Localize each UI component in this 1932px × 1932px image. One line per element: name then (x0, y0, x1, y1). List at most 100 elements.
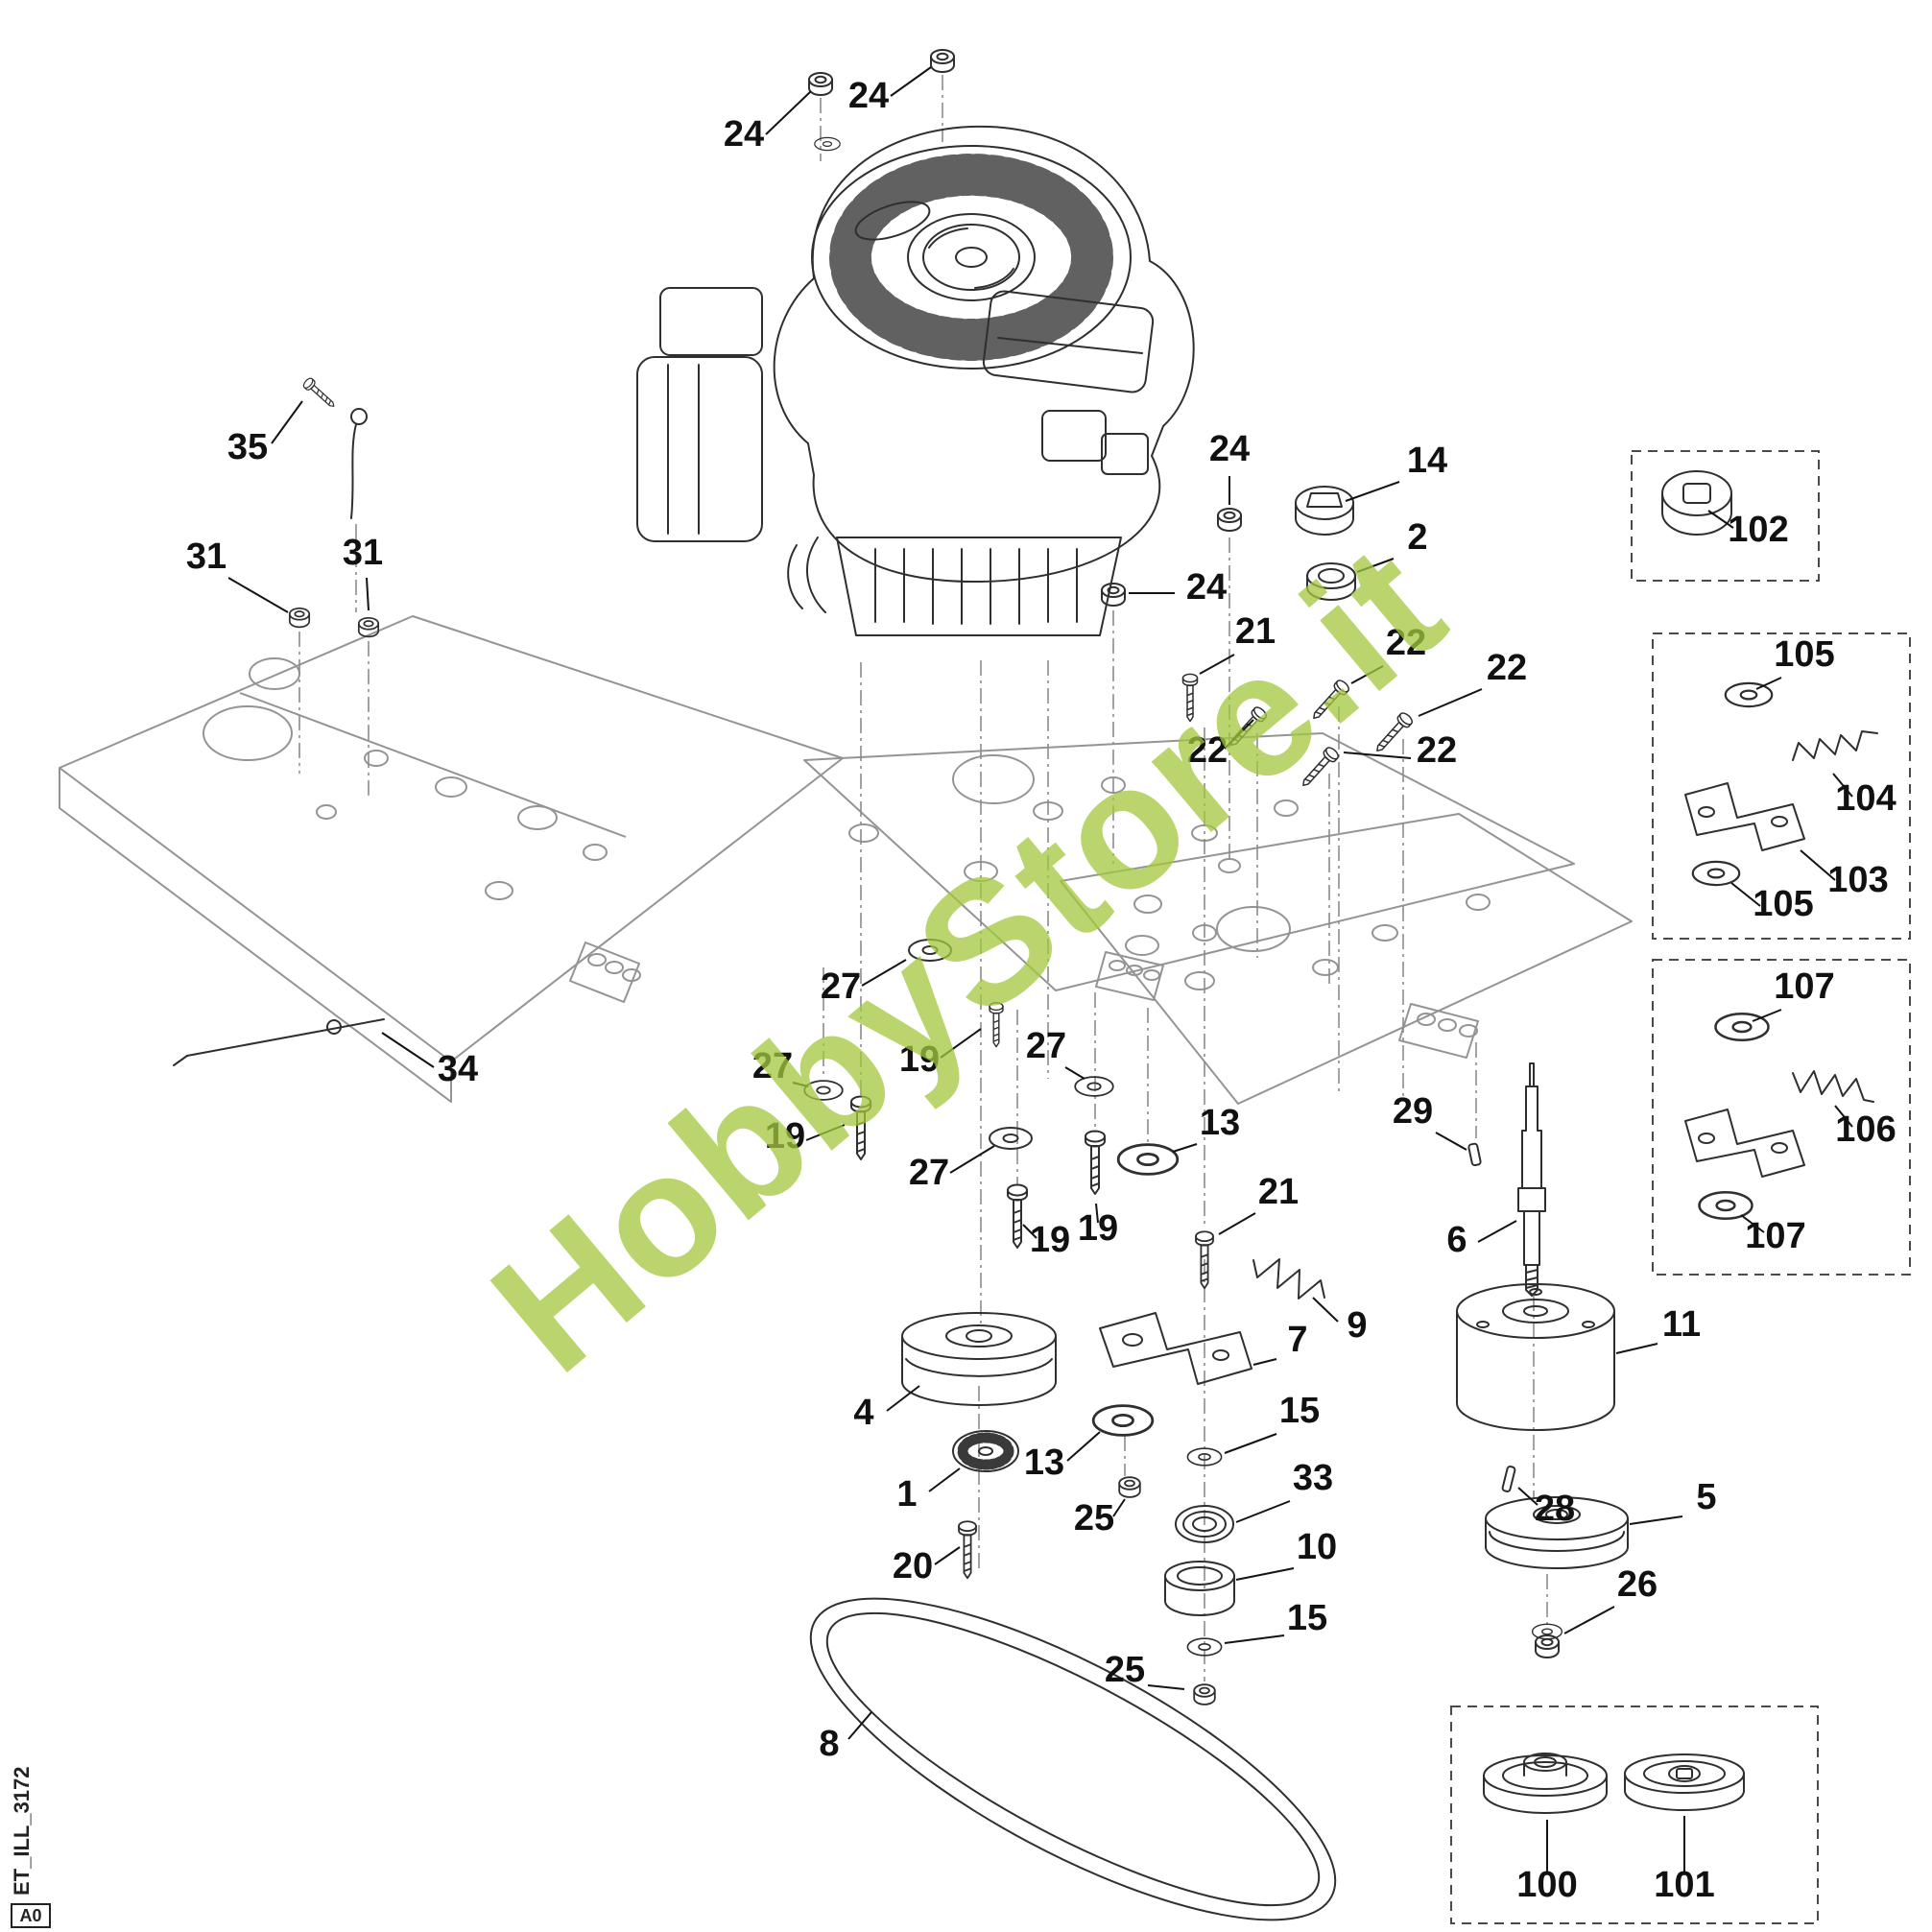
engine-illustration (636, 125, 1195, 636)
callout-leader-27 (792, 1082, 809, 1087)
callout-leader-34 (381, 1032, 435, 1068)
callout-leader-29 (1435, 1132, 1467, 1151)
callout-leader-2 (1356, 558, 1395, 573)
callout-2: 2 (1407, 517, 1427, 558)
callout-leader-24 (890, 66, 932, 97)
callout-105: 105 (1753, 884, 1813, 924)
callout-leader-24 (765, 90, 812, 135)
callout-leader-4 (886, 1385, 920, 1412)
callout-8: 8 (819, 1724, 839, 1764)
callout-leader-15 (1224, 1634, 1285, 1644)
callout-leader-107 (1752, 1009, 1782, 1022)
washer-27-c (989, 1127, 1033, 1150)
callout-28: 28 (1535, 1489, 1575, 1529)
callout-21: 21 (1258, 1172, 1299, 1212)
callout-leader-7 (1252, 1358, 1277, 1366)
part-bracket-7 (1099, 1312, 1252, 1385)
callout-33: 33 (1293, 1458, 1333, 1498)
callout-leader-13 (1172, 1143, 1198, 1153)
washer-26 (1531, 1623, 1563, 1640)
callout-leader-20 (934, 1546, 961, 1565)
nut-24-c (1217, 508, 1242, 532)
callout-leader-27 (949, 1145, 995, 1174)
callout-106: 106 (1835, 1109, 1896, 1150)
part-key-28 (1501, 1466, 1516, 1492)
fasteners-top (288, 49, 1416, 792)
callout-26: 26 (1617, 1564, 1658, 1605)
washer-13-b (1091, 1404, 1155, 1437)
inset-100-101 (1483, 1753, 1745, 1814)
inset-box-100-101 (1450, 1705, 1819, 1924)
callout-leader-107 (1740, 1214, 1765, 1233)
callout-leader-26 (1563, 1606, 1615, 1634)
callout-35: 35 (227, 427, 268, 467)
part-grommet-102 (1661, 470, 1732, 536)
inset-box-102 (1631, 450, 1820, 582)
callout-104: 104 (1835, 778, 1896, 819)
callout-101: 101 (1654, 1865, 1714, 1905)
bracket-106 (1684, 1109, 1805, 1178)
nut-24-a (808, 72, 833, 96)
callout-6: 6 (1446, 1220, 1467, 1260)
callout-19: 19 (1030, 1220, 1070, 1260)
callout-105: 105 (1774, 634, 1834, 675)
callout-leader-19 (940, 1028, 982, 1059)
inset-box-103-105 (1652, 632, 1911, 940)
part-pulley-101 (1624, 1753, 1745, 1811)
washer-105-a (1724, 681, 1774, 708)
bolt-35 (301, 375, 339, 412)
callout-100: 100 (1516, 1865, 1577, 1905)
callout-19: 19 (765, 1116, 805, 1157)
callout-10: 10 (1297, 1527, 1337, 1567)
callout-leader-35 (271, 400, 303, 444)
callout-103: 103 (1827, 860, 1888, 900)
callout-20: 20 (893, 1546, 933, 1586)
callout-leader-27 (861, 959, 907, 987)
callout-14: 14 (1407, 441, 1447, 481)
rod-34 (173, 1018, 385, 1066)
callout-leader-103 (1800, 849, 1836, 881)
callout-27: 27 (909, 1153, 949, 1193)
callout-27: 27 (1026, 1026, 1066, 1066)
screw-19-c (1007, 1183, 1028, 1249)
assembly-centerlines (298, 75, 1548, 1682)
callout-leader-21 (1218, 1212, 1256, 1235)
callout-15: 15 (1279, 1391, 1320, 1431)
callout-leader-105 (1755, 677, 1782, 690)
cap-nut-31-a (288, 607, 311, 629)
callout-34: 34 (438, 1049, 478, 1089)
nut-26 (1535, 1634, 1560, 1658)
washer-13-a (1116, 1143, 1180, 1176)
callout-leader-33 (1235, 1500, 1291, 1523)
part-ring-2 (1306, 562, 1356, 601)
callout-leader-15 (1224, 1433, 1277, 1454)
spring-104 (1792, 730, 1878, 761)
callout-9: 9 (1347, 1305, 1367, 1346)
callout-25: 25 (1105, 1650, 1145, 1690)
callout-leader-14 (1345, 481, 1400, 502)
callout-22: 22 (1487, 648, 1527, 688)
callout-22: 22 (1417, 730, 1457, 771)
part-starter-gear-1 (952, 1430, 1019, 1472)
callout-leader-19 (1095, 1203, 1099, 1224)
washer-105-b (1691, 860, 1741, 887)
washer-top (814, 136, 841, 152)
callout-11: 11 (1662, 1304, 1701, 1345)
pin-wire (350, 423, 357, 519)
callout-leader-6 (1477, 1220, 1517, 1243)
callout-107: 107 (1774, 966, 1834, 1007)
callout-leader-10 (1235, 1567, 1295, 1581)
callout-leader-31 (366, 577, 370, 611)
pin-loop (350, 408, 368, 425)
callout-25: 25 (1074, 1498, 1114, 1538)
callout-leader-25 (1147, 1684, 1185, 1690)
callout-leader-102 (1707, 510, 1734, 529)
callout-1: 1 (896, 1474, 917, 1515)
callout-24: 24 (1186, 567, 1227, 608)
callout-leader-22 (1418, 688, 1483, 717)
spring-106 (1792, 1070, 1874, 1103)
callout-31: 31 (186, 537, 227, 577)
sheet-box (11, 1903, 51, 1928)
callout-19: 19 (899, 1039, 940, 1080)
